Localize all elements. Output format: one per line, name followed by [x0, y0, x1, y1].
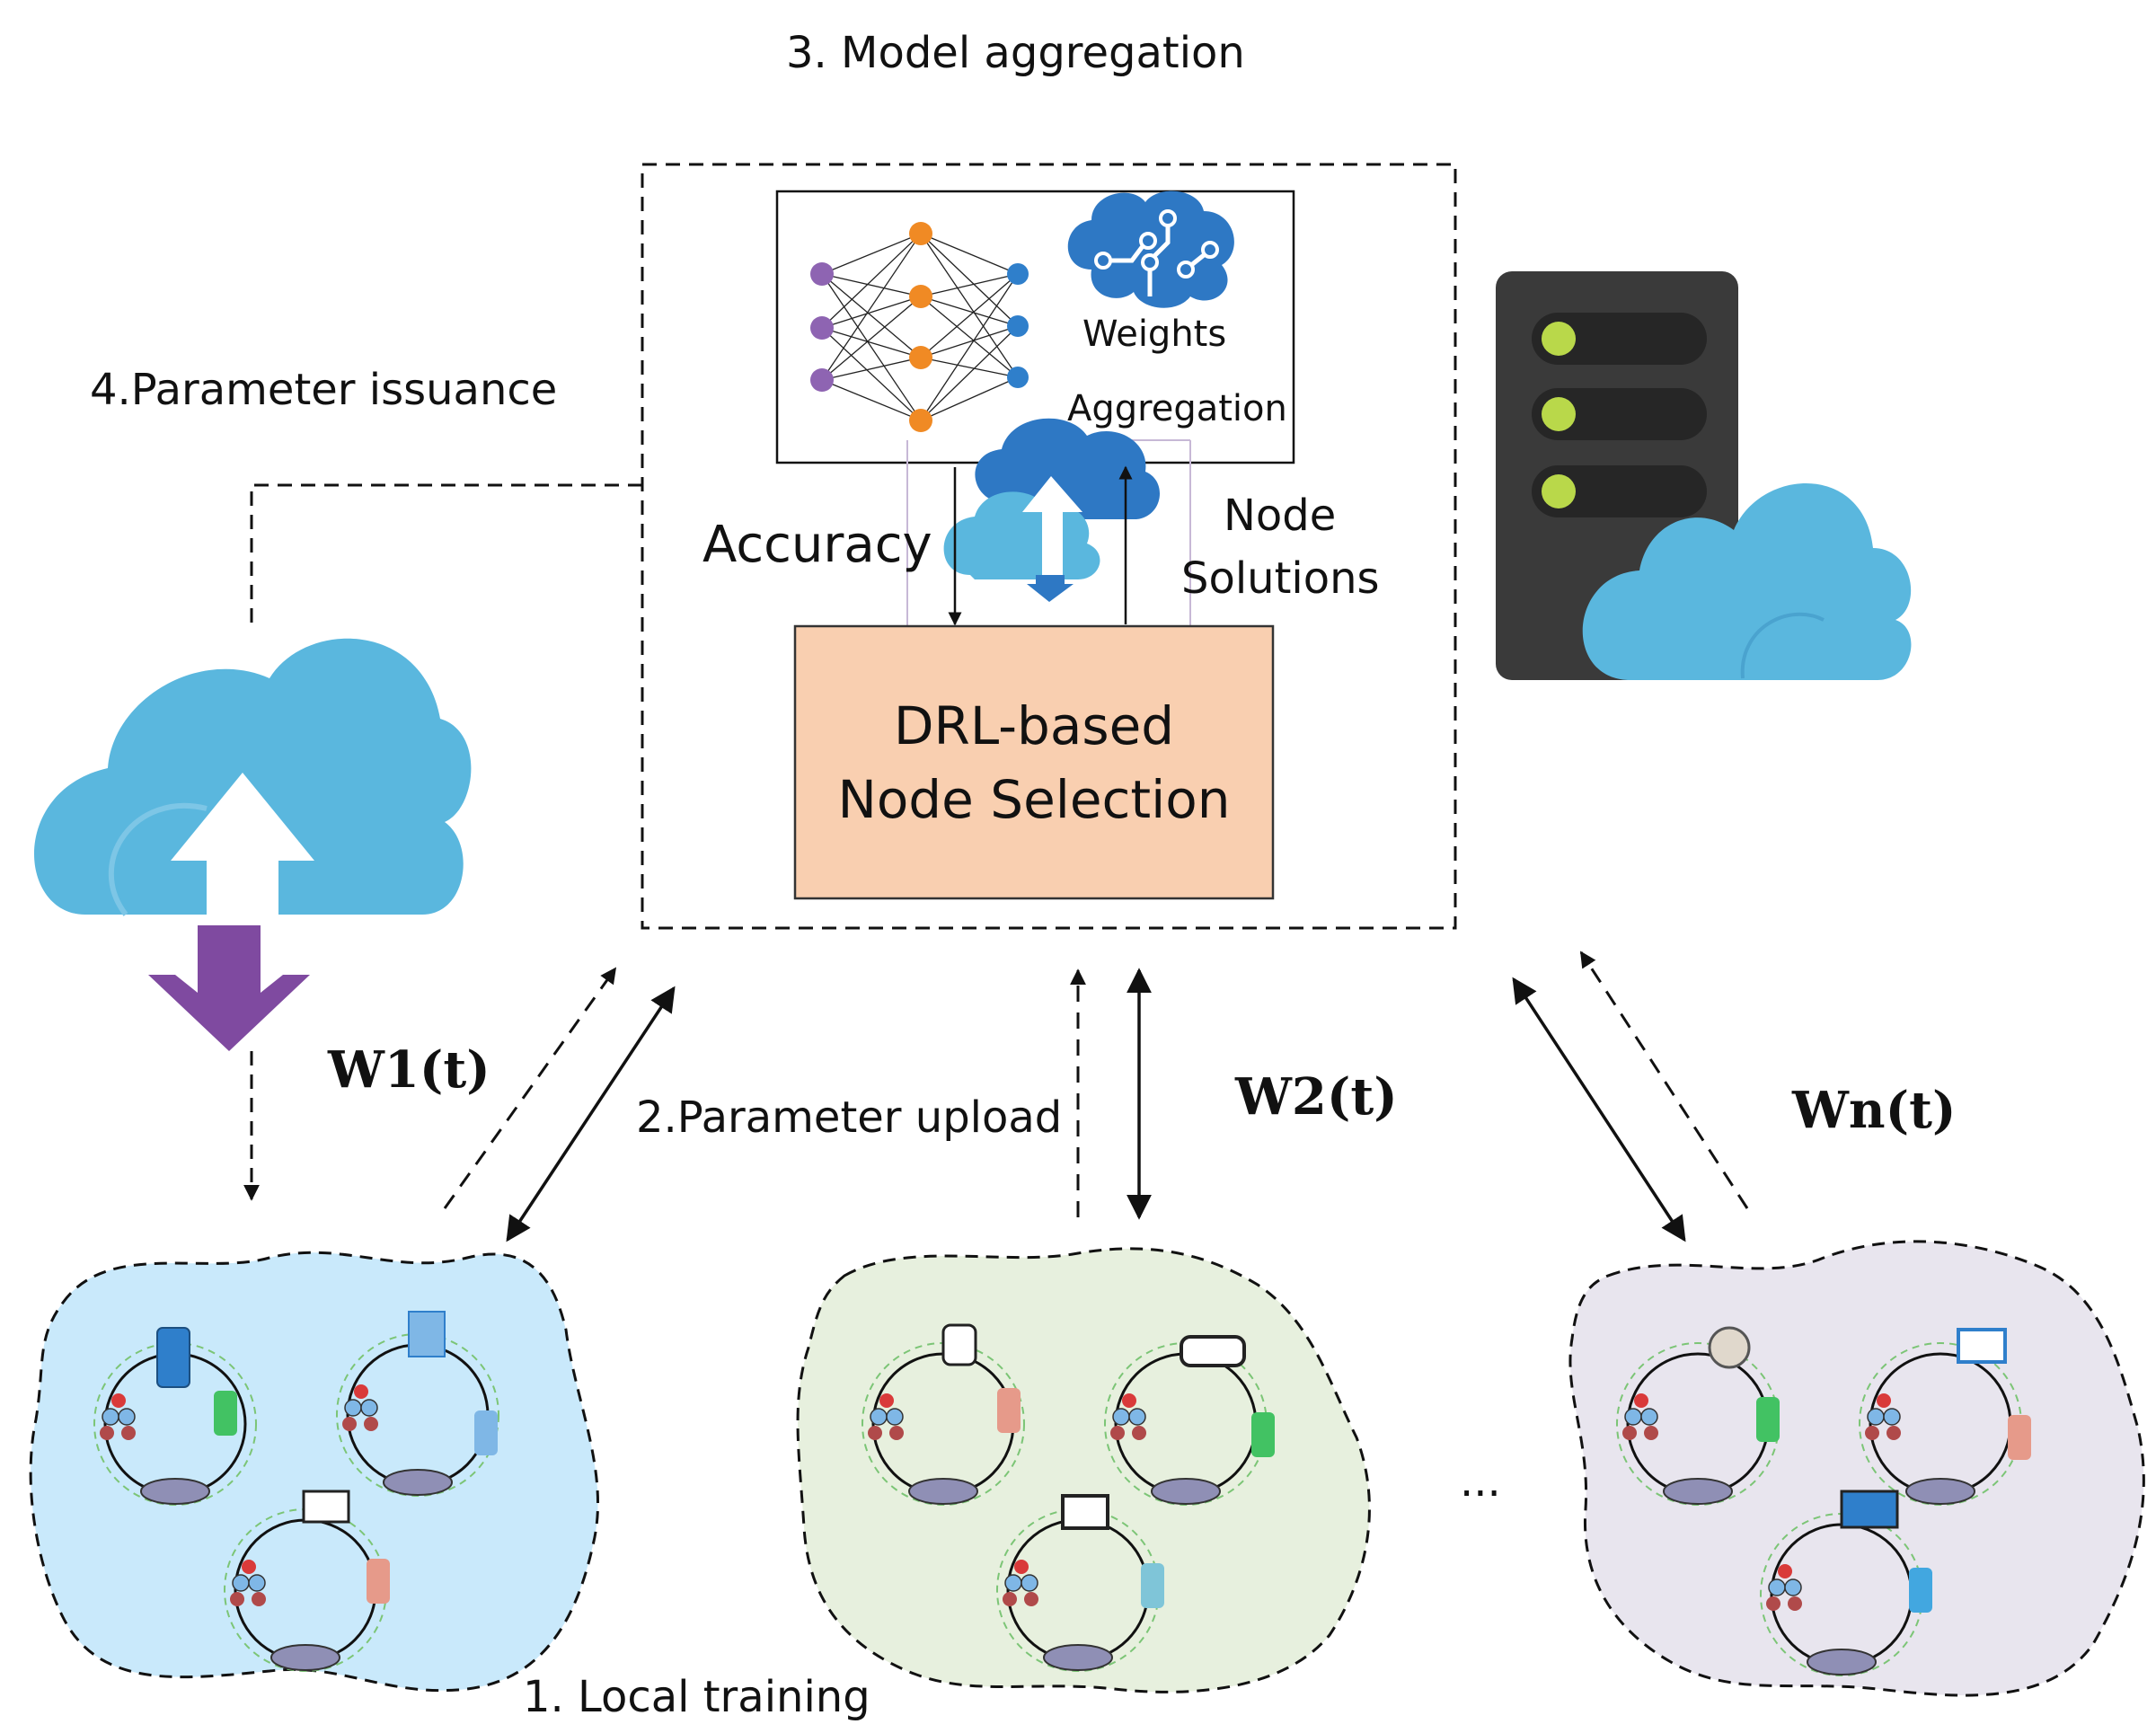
server-rack-icon [408, 1311, 446, 1357]
cluster-1-nodes [93, 1311, 500, 1673]
monitor-icon [1957, 1328, 2007, 1364]
model-aggregation-label: 3. Model aggregation [786, 28, 1245, 78]
upload-cloud-icon [34, 638, 472, 1051]
client-cluster-1 [29, 1251, 600, 1693]
cloud-exchange-icon [943, 418, 1161, 602]
weights-label: Weights [1082, 314, 1226, 355]
drl-label-line1: DRL-based [894, 695, 1174, 756]
server-cloud-icon [1496, 271, 1912, 680]
w2-label: W2(t) [1234, 1067, 1398, 1127]
laptop-icon [302, 1490, 350, 1524]
camera-icon [1708, 1326, 1751, 1369]
database-icon [997, 1388, 1021, 1433]
database-icon [1756, 1397, 1780, 1442]
neural-network-icon [810, 222, 1029, 432]
cluster-n-nodes [1615, 1326, 2031, 1677]
wn-label: Wn(t) [1791, 1081, 1956, 1140]
database-icon [2008, 1415, 2031, 1460]
node-solutions-label-line1: Node [1224, 491, 1336, 541]
drl-label-line2: Node Selection [837, 769, 1230, 830]
parameter-issuance-line [250, 483, 642, 624]
w1-label: W1(t) [327, 1040, 490, 1100]
parameter-upload-label: 2.Parameter upload [636, 1092, 1062, 1143]
aggregation-server-frame [641, 163, 1457, 930]
drl-node-selection-box [793, 624, 1275, 900]
clustern-upload-dashed-arrow [1579, 950, 1749, 1209]
cluster-2-nodes [861, 1323, 1275, 1673]
smartwatch-icon [941, 1323, 977, 1366]
ellipsis-label: ... [1460, 1456, 1501, 1507]
client-cluster-2 [796, 1247, 1371, 1693]
database-icon [1141, 1563, 1164, 1608]
node-solutions-label-line2: Solutions [1181, 553, 1380, 604]
phone-icon [156, 1327, 190, 1388]
vr-headset-icon [1180, 1335, 1246, 1367]
brain-circuit-icon [1067, 190, 1234, 308]
database-icon [1251, 1412, 1275, 1457]
client-cluster-n [1568, 1240, 2145, 1697]
database-icon [1909, 1568, 1932, 1613]
database-icon [367, 1559, 390, 1604]
monitor-icon [1061, 1494, 1109, 1530]
database-icon [214, 1391, 237, 1436]
local-training-label: 1. Local training [523, 1672, 870, 1722]
clustern-upload-solid-arrow [1512, 977, 1686, 1242]
parameter-issuance-label: 4.Parameter issuance [90, 365, 557, 415]
accuracy-label: Accuracy [702, 516, 932, 574]
database-icon [474, 1410, 498, 1455]
laptop-icon [1840, 1490, 1899, 1529]
aggregation-label: Aggregation [1067, 388, 1287, 429]
cluster1-upload-solid-arrow [506, 986, 676, 1242]
